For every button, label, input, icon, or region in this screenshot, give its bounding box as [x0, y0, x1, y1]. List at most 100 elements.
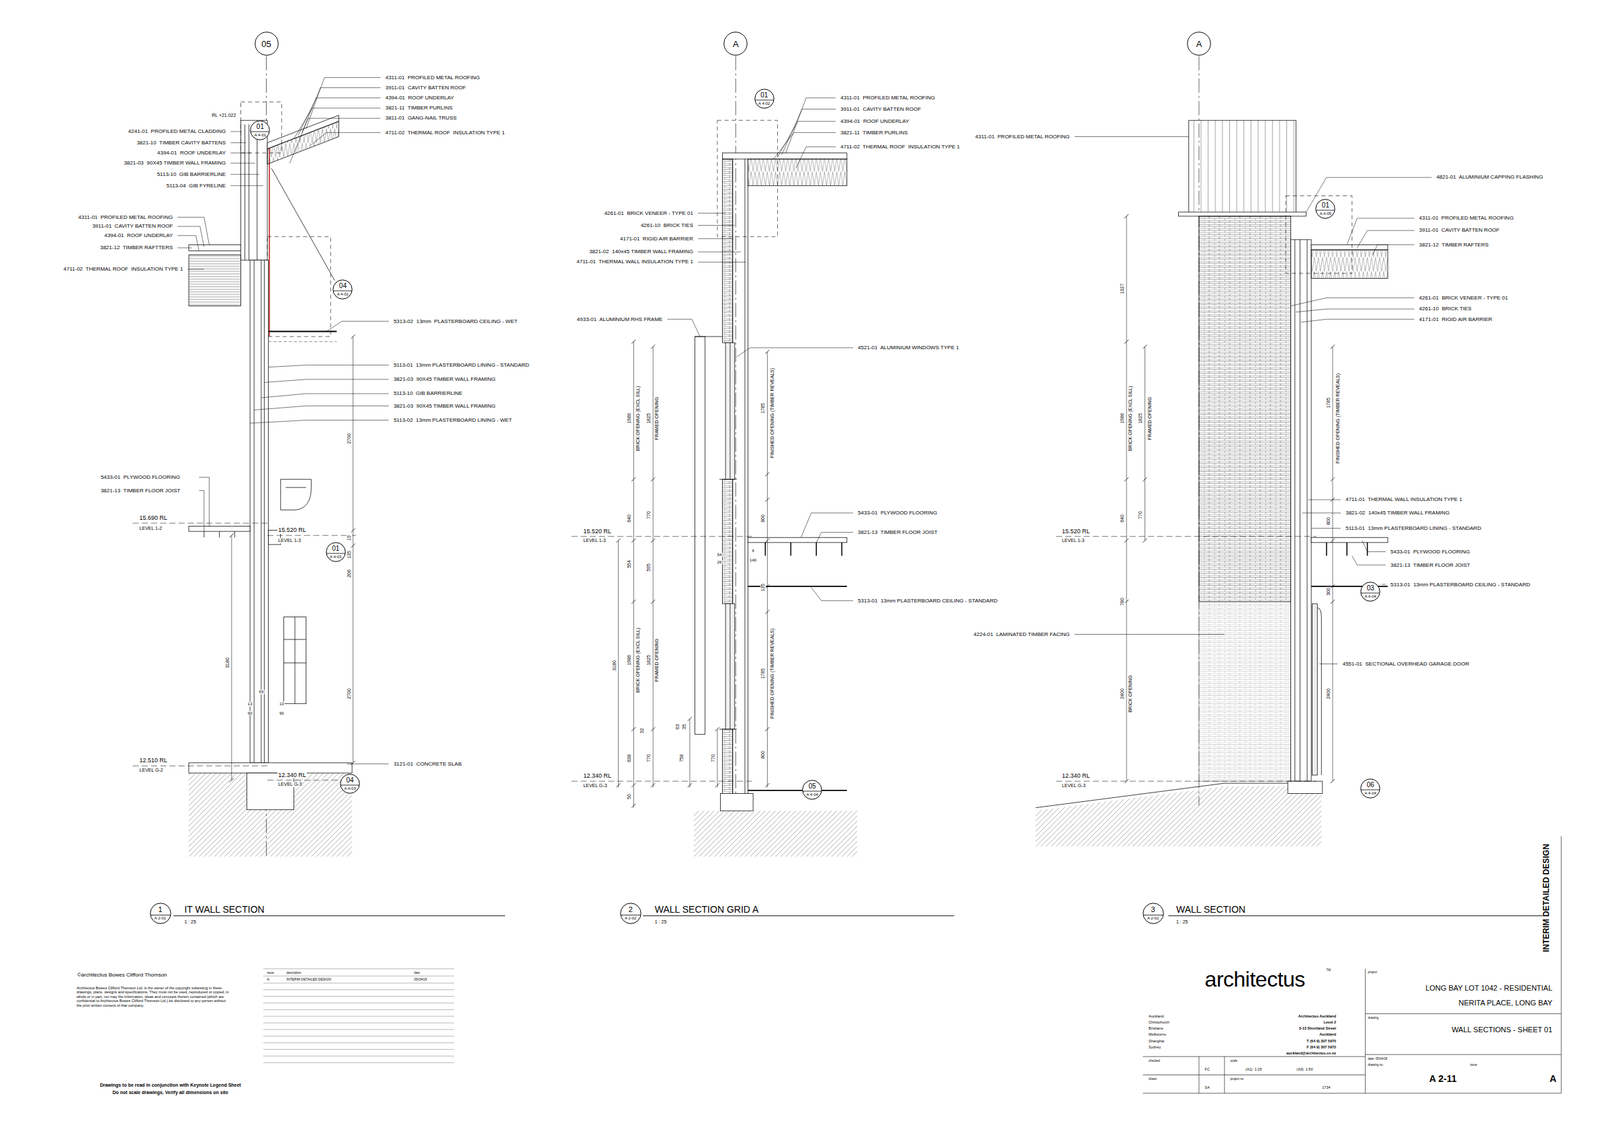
dimension-text: 1986 — [626, 412, 633, 425]
capping-flashing — [1178, 212, 1307, 217]
revision-entry: A — [266, 978, 271, 983]
callout-number: 3 — [1151, 906, 1156, 914]
dimension-text: BRICK OPENING (EXCL SILL) — [635, 384, 641, 452]
keynote-label: 3911-01 CAVITY BATTEN ROOF — [1418, 227, 1501, 234]
sheet-reference: A 2-01 — [154, 916, 166, 921]
title-block-text: (A1) 1:25 — [1244, 1067, 1263, 1072]
callout-divider — [340, 784, 360, 786]
keynote-label: 5113-01 13mm PLASTERBOARD LINING - STAND… — [392, 362, 530, 369]
dimension-text: 800 — [1325, 516, 1332, 526]
keynote-label: 4261-10 BRICK TIES — [640, 222, 694, 229]
sheet-note: Drawings to be read in conjunction with … — [99, 1083, 242, 1089]
dimension-text: 13 — [247, 701, 254, 707]
dimension-text: 800 — [760, 513, 766, 524]
section-two — [571, 56, 858, 858]
level-label: RL +21.022 — [210, 112, 237, 119]
keynote-label: 4311-01 PROFILED METAL ROOFING — [384, 74, 481, 81]
keynote-label: 3821-02 140x45 TIMBER WALL FRAMING — [1344, 510, 1451, 517]
title-block-text: drawn — [1147, 1078, 1158, 1082]
keynote-label: 3821-03 90X45 TIMBER WALL FRAMING — [392, 403, 497, 410]
grid-line — [735, 56, 737, 807]
floor-joists — [204, 531, 236, 538]
dimension-line — [231, 336, 354, 781]
keynote-label: 3911-01 CAVITY BATTEN ROOF — [91, 223, 174, 230]
keynote-label: 5433-01 PLYWOOD FLOORING — [857, 510, 938, 517]
view-scale: 1 : 25 — [183, 919, 197, 925]
title-block-lines — [1142, 836, 1562, 1094]
dimension-text: 300 — [1325, 587, 1332, 597]
keynote-label: 4261-01 BRICK VENEER - TYPE 01 — [1418, 294, 1509, 301]
sheet-reference: A 4-04 — [806, 792, 819, 797]
level-label: LEVEL G-2 — [139, 767, 164, 774]
callout-divider — [333, 290, 352, 292]
keynote-label: 5433-01 PLYWOOD FLOORING — [1389, 548, 1471, 555]
brick-veneer — [1198, 216, 1292, 602]
level-label: 15.520 RL — [277, 527, 307, 535]
brick-veneer — [722, 479, 733, 604]
sheet-reference: A 4-02 — [758, 101, 770, 106]
circle-outline — [1360, 582, 1380, 602]
sheet-reference: A 4-01 — [337, 292, 349, 297]
slab — [748, 789, 848, 792]
dimension-text: 2400 — [1119, 687, 1126, 700]
dimension-text: 640 — [626, 513, 633, 524]
dimension-tick — [616, 339, 770, 809]
keynote-label: 4394-01 ROOF UNDERLAY — [839, 118, 910, 125]
level-label: LEVEL G-3 — [1061, 783, 1087, 789]
door — [283, 617, 306, 704]
keynote-label: 4394-01 ROOF UNDERLAY — [156, 149, 227, 156]
grid-label: A — [732, 39, 739, 49]
keynote-label: 5113-04 GIB FYRELINE — [165, 182, 227, 189]
callout-number: 03 — [1366, 585, 1375, 592]
grid-label: 05 — [261, 39, 271, 49]
level-line — [132, 523, 357, 781]
keynote-label: 4394-01 ROOF UNDERLAY — [103, 232, 174, 239]
title-block-text: WALL SECTIONS - SHEET 01 — [1450, 1025, 1553, 1034]
grid-bubble: 05 — [254, 31, 279, 56]
fire-line — [268, 143, 270, 338]
rhs-frame — [695, 336, 706, 735]
company-logo: TM — [1325, 968, 1332, 972]
keynote-label: 5113-10 GIB BARRIERLINE — [392, 390, 464, 397]
dimension-text: FRAMED OPENING — [654, 638, 660, 683]
keynote-label: 5313-01 13mm PLASTERBOARD CEILING - STAN… — [857, 597, 999, 604]
callout-number: 01 — [760, 92, 768, 99]
keynote-label: 3821-03 90X45 TIMBER WALL FRAMING — [392, 376, 497, 383]
keynote-label: 3911-01 CAVITY BATTEN ROOF — [384, 84, 467, 91]
grid-label: A — [1196, 39, 1203, 49]
keynote-label: 5113-02 13mm PLASTERBOARD LINING - WET — [392, 417, 513, 424]
title-block-text: A — [1548, 1074, 1558, 1085]
dimension-text: 640 — [1119, 513, 1126, 524]
keynote-label: 3821-03 90X45 TIMBER WALL FRAMING — [122, 160, 227, 167]
dimension-text: 1825 — [1138, 412, 1144, 425]
roof-insulation — [1311, 249, 1388, 279]
circle-outline — [333, 280, 352, 299]
wall — [249, 259, 269, 764]
view-title: IT WALL SECTION — [183, 904, 265, 915]
view-number-circle: 2A 2-02 — [619, 902, 642, 925]
title-block-text: project no — [1229, 1078, 1245, 1082]
dimension-text: 50 — [626, 793, 633, 800]
title-block-text: FC — [1204, 1067, 1211, 1072]
wall-layers — [253, 259, 264, 764]
dimension-text: 90 — [278, 711, 285, 717]
wall — [1291, 239, 1312, 782]
floor — [1311, 537, 1388, 543]
level-line — [1055, 536, 1316, 782]
view-number-circle: 1 A 2-01 — [149, 902, 172, 925]
section-three — [1035, 56, 1432, 848]
roof-insulation — [748, 159, 848, 186]
dimension-text: 638 — [626, 753, 633, 764]
leader-line — [1074, 136, 1433, 664]
roof-insulation — [188, 255, 241, 307]
door-lines — [283, 617, 306, 704]
level-label: 12.340 RL — [1061, 773, 1091, 780]
callout-number: 1 — [157, 906, 162, 914]
dimension-text: 3180 — [611, 659, 618, 672]
sheet-reference: A 2-02 — [1147, 916, 1159, 921]
detail-box — [1285, 196, 1353, 274]
dimension-text: 54 — [716, 552, 723, 558]
title-block-text: LONG BAY LOT 1042 - RESIDENTIAL — [1424, 983, 1553, 992]
callout-divider — [250, 131, 270, 133]
dimension-text: 32 — [639, 727, 645, 735]
